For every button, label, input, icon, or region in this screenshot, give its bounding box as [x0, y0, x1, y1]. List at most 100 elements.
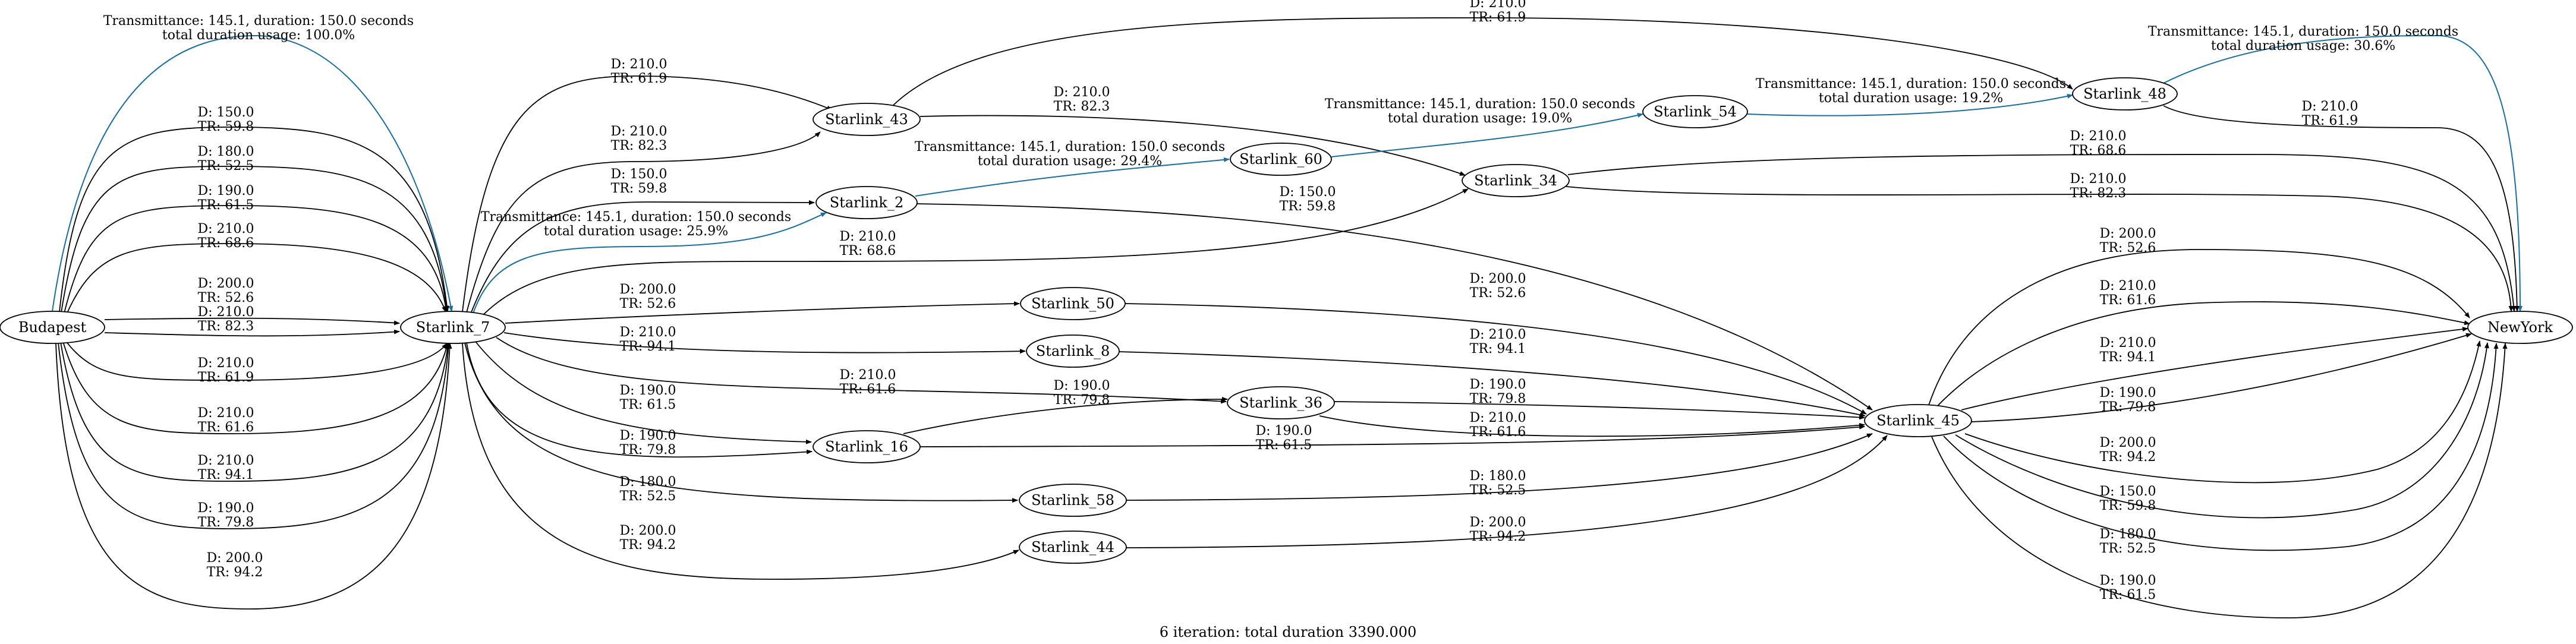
node-shape-s16 — [813, 430, 921, 463]
edge-s7-s43-b — [466, 131, 821, 313]
edge-s48-ny-hl — [2163, 34, 2523, 312]
edge-s45-ny-2 — [1937, 301, 2470, 406]
edge-label-layer: Transmittance: 145.1, duration: 150.0 se… — [103, 0, 2458, 602]
edge-s7-s36 — [496, 337, 1227, 404]
edge-s54-s48 — [1747, 94, 2073, 116]
node-s16[interactable]: Starlink_16 — [813, 430, 921, 463]
node-s43[interactable]: Starlink_43 — [813, 103, 921, 136]
node-shape-s2 — [815, 186, 918, 219]
edge-s7-s2 — [470, 200, 815, 314]
node-s48[interactable]: Starlink_48 — [2072, 77, 2178, 111]
node-s50[interactable]: Starlink_50 — [1020, 287, 1126, 320]
edge-label-s54-s48: Transmittance: 145.1, duration: 150.0 se… — [1756, 77, 2066, 106]
edge-s7-s8 — [503, 332, 1026, 354]
edge-label-budapest-s7-hl: Transmittance: 145.1, duration: 150.0 se… — [103, 14, 414, 43]
node-s34[interactable]: Starlink_34 — [1462, 164, 1570, 197]
node-label-s58: Starlink_58 — [1031, 492, 1114, 509]
edge-budapest-s7-11 — [55, 343, 452, 610]
node-label-s54: Starlink_54 — [1654, 103, 1737, 120]
node-newyork[interactable]: NewYork — [2467, 311, 2573, 344]
node-s36[interactable]: Starlink_36 — [1227, 386, 1335, 419]
node-s2[interactable]: Starlink_2 — [815, 186, 918, 219]
node-shape-s8 — [1026, 334, 1120, 368]
edge-s7-s16-a — [475, 341, 812, 444]
node-s7[interactable]: Starlink_7 — [400, 311, 506, 344]
edge-budapest-s7-10 — [58, 342, 451, 529]
edge-s44-s45 — [1126, 435, 1888, 548]
edge-s36-s45-a — [1334, 401, 1865, 420]
edge-label-s48-ny-hl: Transmittance: 145.1, duration: 150.0 se… — [2148, 24, 2458, 53]
edge-s8-s45 — [1119, 351, 1866, 418]
node-label-s8: Starlink_8 — [1036, 343, 1110, 359]
edge-s2-s45 — [915, 203, 1873, 411]
node-label-s50: Starlink_50 — [1031, 295, 1114, 312]
node-label-s43: Starlink_43 — [825, 111, 908, 128]
node-s54[interactable]: Starlink_54 — [1642, 95, 1748, 128]
node-shape-budapest — [0, 311, 105, 344]
node-s44[interactable]: Starlink_44 — [1019, 531, 1127, 564]
node-label-s48: Starlink_48 — [2083, 86, 2166, 102]
edge-s7-s43-a — [462, 75, 833, 312]
edge-s36-s45-b — [1319, 415, 1865, 437]
edge-budapest-s7-3 — [64, 205, 448, 314]
edge-s7-s58 — [464, 342, 1018, 503]
graph-caption: 6 iteration: total duration 3390.000 — [1160, 624, 1416, 640]
edge-s48-ny — [2163, 105, 2520, 312]
node-shape-s36 — [1227, 386, 1335, 419]
edge-label-s2-s60: Transmittance: 145.1, duration: 150.0 se… — [915, 140, 1225, 169]
node-shape-s48 — [2072, 77, 2178, 111]
edge-s45-ny-1 — [1928, 249, 2470, 406]
node-label-s44: Starlink_44 — [1031, 539, 1114, 555]
edge-s2-s60 — [915, 157, 1230, 197]
node-shape-s54 — [1642, 95, 1748, 128]
edge-s16-s45 — [919, 424, 1865, 447]
node-shape-s7 — [400, 311, 506, 344]
node-budapest[interactable]: Budapest — [0, 311, 105, 344]
node-s60[interactable]: Starlink_60 — [1230, 143, 1332, 176]
edge-s45-ny-7 — [1943, 343, 2499, 551]
node-shape-s43 — [813, 103, 921, 136]
node-label-s60: Starlink_60 — [1239, 151, 1322, 168]
edge-layer — [52, 17, 2523, 618]
edge-budapest-s7-2 — [61, 166, 449, 313]
edge-label-s60-s54: Transmittance: 145.1, duration: 150.0 se… — [1325, 97, 1635, 126]
node-shape-s34 — [1462, 164, 1570, 197]
node-label-s2: Starlink_2 — [830, 194, 904, 211]
node-s45[interactable]: Starlink_45 — [1864, 404, 1972, 437]
edge-budapest-s7-8 — [62, 341, 449, 434]
node-s58[interactable]: Starlink_58 — [1019, 484, 1127, 517]
node-shape-s44 — [1019, 531, 1127, 564]
node-label-s34: Starlink_34 — [1474, 172, 1557, 189]
edge-label-s7-s2-hl: Transmittance: 145.1, duration: 150.0 se… — [481, 210, 791, 239]
edge-s45-ny-3 — [1961, 327, 2468, 411]
edge-s16-s36 — [903, 397, 1228, 434]
node-label-s16: Starlink_16 — [825, 438, 908, 455]
node-label-budapest: Budapest — [18, 319, 87, 336]
node-s8[interactable]: Starlink_8 — [1026, 334, 1120, 368]
